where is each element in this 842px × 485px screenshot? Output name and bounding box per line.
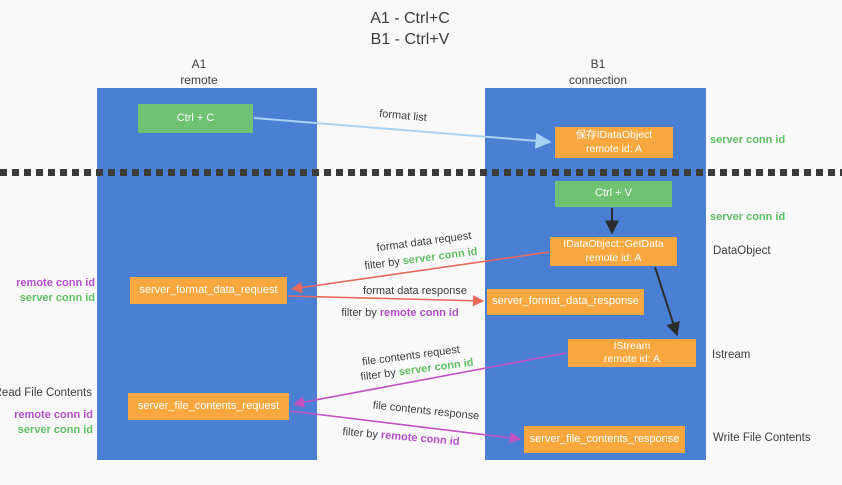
- server-format-data-request-label: server_format_data_request: [139, 283, 278, 296]
- format-data-response-arrow: [287, 295, 485, 307]
- getdata-line1: IDataObject::GetData: [563, 238, 664, 251]
- save-idataobject-line2: remote id: A: [585, 142, 643, 155]
- left-server-conn-id-label-bottom: server conn id: [17, 424, 93, 436]
- column-a1-id: A1: [191, 57, 207, 71]
- save-idataobject-line1: 保存IDataObject: [575, 129, 653, 142]
- server-format-data-response-label: server_format_data_response: [492, 295, 639, 308]
- format-data-request-arrow: [290, 251, 550, 294]
- title-line-2: B1 - Ctrl+V: [370, 31, 450, 49]
- filter-by-remote-conn-id-label-1: filter by remote conn id: [341, 307, 458, 319]
- format-list-arrow: [253, 117, 552, 149]
- ctrl-v-box: Ctrl + V: [555, 181, 672, 207]
- server-file-contents-request-box: server_file_contents_request: [128, 393, 289, 420]
- column-header-b1: B1 connection: [538, 57, 658, 88]
- column-header-a1: A1 remote: [139, 57, 259, 88]
- remote-conn-id-text: remote conn id: [379, 307, 459, 319]
- column-b1-id: B1: [590, 57, 606, 71]
- right-server-conn-id-label-2: server conn id: [710, 211, 786, 223]
- right-server-conn-id-label-1: server conn id: [710, 134, 786, 146]
- save-idataobject-box: 保存IDataObject remote id: A: [555, 127, 673, 158]
- write-file-contents-label: Write File Contents: [713, 432, 811, 444]
- title-line-1: A1 - Ctrl+C: [370, 10, 450, 27]
- read-file-contents-label: Read File Contents: [0, 387, 92, 399]
- filter-by-text: filter by: [341, 307, 377, 319]
- dashed-divider-line: [0, 169, 842, 176]
- left-server-conn-id-label-top: server conn id: [19, 292, 95, 304]
- column-b1-label: connection: [568, 72, 628, 87]
- server-file-contents-request-label: server_file_contents_request: [137, 399, 280, 412]
- ctrl-c-label: Ctrl + C: [176, 111, 215, 124]
- file-contents-request-arrow: [292, 352, 567, 408]
- diagram-title: A1 - Ctrl+C B1 - Ctrl+V: [310, 8, 510, 50]
- ctrl-v-label: Ctrl + V: [595, 187, 632, 200]
- istream-line2: remote id: A: [603, 353, 661, 365]
- server-file-contents-response-box: server_file_contents_response: [524, 426, 685, 453]
- istream-side-label: Istream: [712, 349, 751, 361]
- getdata-box: IDataObject::GetData remote id: A: [550, 237, 677, 266]
- file-contents-response-arrow: [289, 410, 522, 444]
- left-remote-conn-id-label-top: remote conn id: [16, 277, 95, 289]
- server-format-data-request-box: server_format_data_request: [130, 277, 287, 304]
- ctrl-c-box: Ctrl + C: [138, 104, 253, 133]
- istream-box: IStream remote id: A: [568, 339, 696, 367]
- istream-line1: IStream: [613, 339, 651, 352]
- dataobject-label: DataObject: [713, 245, 771, 257]
- column-a1-label: remote: [180, 72, 218, 87]
- server-format-data-response-box: server_format_data_response: [487, 289, 644, 315]
- getdata-line2: remote id: A: [585, 251, 642, 264]
- server-file-contents-response-label: server_file_contents_response: [529, 432, 680, 445]
- getdata-to-istream-arrow: [654, 266, 680, 337]
- format-data-response-label: format data response: [363, 285, 467, 297]
- left-remote-conn-id-label-bottom: remote conn id: [14, 409, 93, 421]
